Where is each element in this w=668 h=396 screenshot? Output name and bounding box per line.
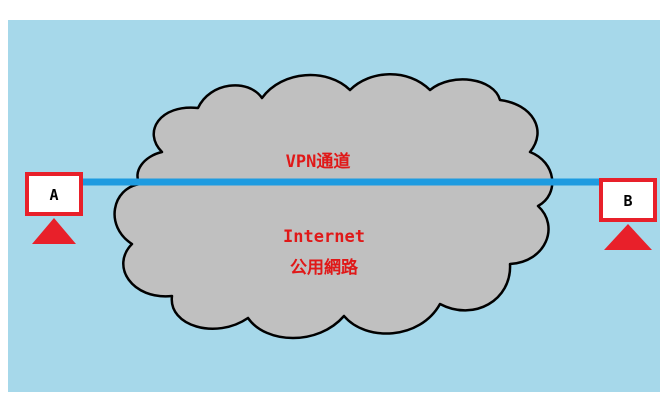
host-b-monitor bbox=[599, 178, 657, 222]
host-b-stand bbox=[604, 224, 652, 250]
internet-cloud bbox=[113, 73, 554, 340]
host-b: B bbox=[599, 178, 657, 250]
public-network-label: 公用網路 bbox=[290, 257, 359, 278]
host-a: A bbox=[25, 172, 83, 244]
host-b-label: B bbox=[623, 192, 632, 210]
vpn-tunnel-label: VPN通道 bbox=[286, 151, 351, 172]
host-a-monitor bbox=[25, 172, 83, 216]
host-a-label: A bbox=[49, 186, 58, 204]
host-a-stand bbox=[32, 218, 76, 244]
internet-label: Internet bbox=[283, 227, 365, 247]
